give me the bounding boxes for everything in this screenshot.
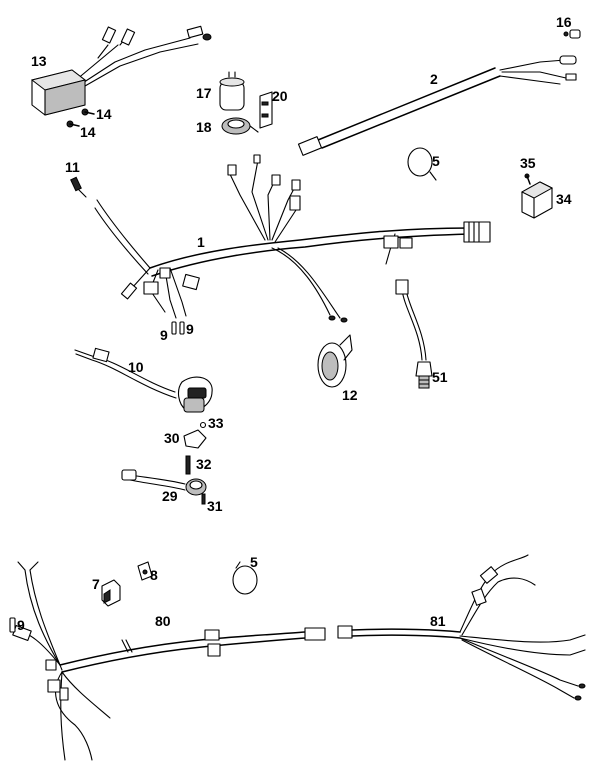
callout-16: 16 <box>556 14 572 30</box>
callout-51: 51 <box>432 369 448 385</box>
callout-18: 18 <box>196 119 212 135</box>
part-12-horn <box>317 334 353 388</box>
part-13-cdi-unit <box>30 25 212 116</box>
part-8-bracket <box>137 561 153 581</box>
callout-31: 31 <box>207 498 223 514</box>
part-31-screw <box>201 493 206 505</box>
callout-13: 13 <box>31 53 47 69</box>
callout-81: 81 <box>430 613 446 629</box>
part-10-switch <box>74 347 213 413</box>
callout-12: 12 <box>342 387 358 403</box>
part-17-capacitor <box>219 71 245 111</box>
callout-35: 35 <box>520 155 536 171</box>
part-14-screws <box>66 108 95 128</box>
callout-9c: 9 <box>17 617 25 633</box>
part-51-sensor <box>395 279 433 389</box>
callout-34: 34 <box>556 191 572 207</box>
part-9-fuses <box>171 321 185 335</box>
part-30-plate <box>183 429 207 449</box>
callout-9b: 9 <box>186 321 194 337</box>
part-2-sub-harness <box>297 55 577 156</box>
part-18-clamp-ring <box>221 117 259 135</box>
callout-1: 1 <box>197 234 205 250</box>
callout-2: 2 <box>430 71 438 87</box>
part-29-sender <box>121 469 207 496</box>
callout-29: 29 <box>162 488 178 504</box>
callout-labels: 13 14 14 17 18 20 16 2 5 35 34 11 1 9 9 … <box>17 14 572 633</box>
callout-9a: 9 <box>160 327 168 343</box>
callout-10: 10 <box>128 359 144 375</box>
callout-30: 30 <box>164 430 180 446</box>
callout-14a: 14 <box>96 106 112 122</box>
callout-5a: 5 <box>432 153 440 169</box>
part-34-relay <box>520 181 554 219</box>
callout-32: 32 <box>196 456 212 472</box>
callout-17: 17 <box>196 85 212 101</box>
part-11-diode <box>70 176 87 198</box>
callout-33: 33 <box>208 415 224 431</box>
part-81-rear-harness <box>337 554 586 701</box>
part-16-bulb <box>563 29 581 39</box>
callout-8: 8 <box>150 567 158 583</box>
part-1-main-harness <box>94 154 491 323</box>
part-35-screw <box>524 173 531 185</box>
callout-80: 80 <box>155 613 171 629</box>
part-20-bracket <box>259 91 273 129</box>
part-32-screw <box>185 455 191 475</box>
callout-5b: 5 <box>250 554 258 570</box>
part-80-front-harness <box>9 561 326 761</box>
part-5-cable-tie-upper <box>407 147 437 181</box>
callout-20: 20 <box>272 88 288 104</box>
part-33-ball <box>199 421 207 429</box>
part-7-relay-socket <box>101 579 121 607</box>
part-5-cable-tie-lower <box>232 561 258 595</box>
callout-7: 7 <box>92 576 100 592</box>
callout-11: 11 <box>65 159 80 175</box>
callout-14b: 14 <box>80 124 96 140</box>
